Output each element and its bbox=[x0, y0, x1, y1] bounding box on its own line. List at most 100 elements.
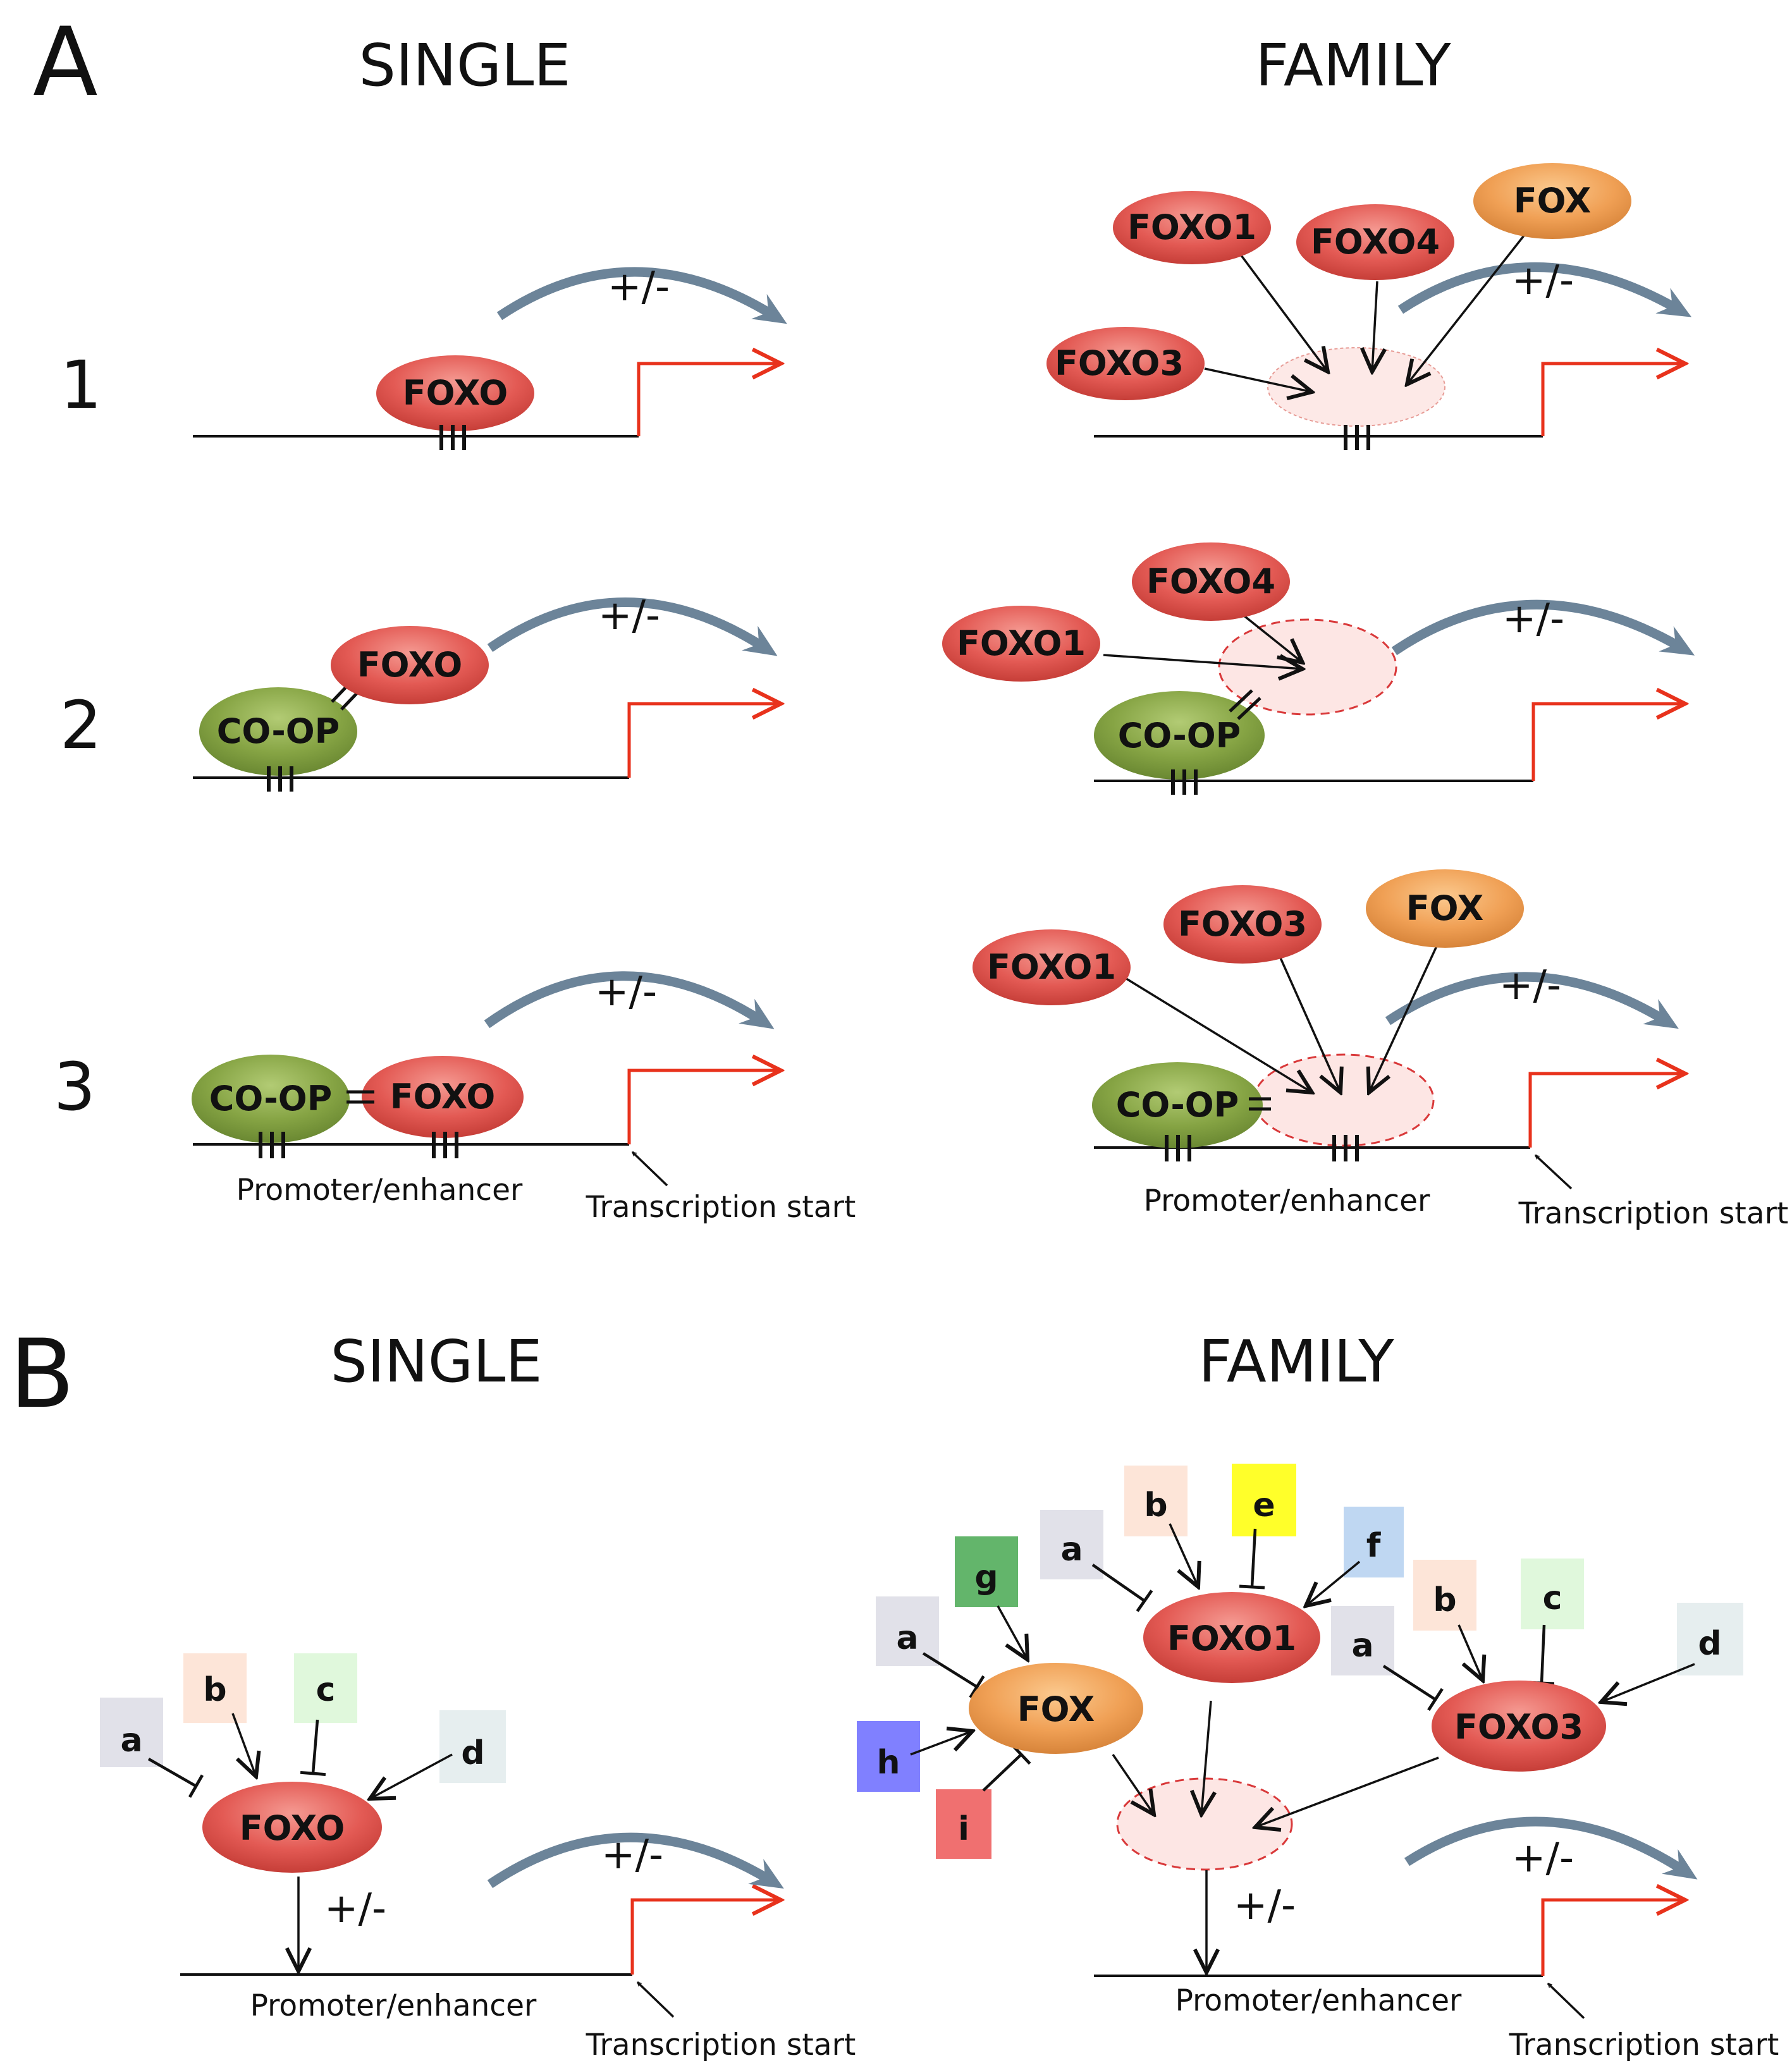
tss-label: Transcription start bbox=[586, 2028, 856, 2062]
foxo1-label: FOXO1 bbox=[957, 623, 1086, 663]
foxo1-factor bbox=[942, 606, 1100, 682]
inhibition-a-foxo1 bbox=[1091, 1564, 1153, 1612]
regulator-d-box bbox=[439, 1710, 506, 1783]
effect-label: +/- bbox=[595, 969, 657, 1015]
tss-pointer bbox=[1547, 1982, 1585, 2019]
inhibition-c-foxo3 bbox=[1528, 1624, 1555, 1686]
activation-b-foxo1 bbox=[1169, 1523, 1198, 1587]
regulator-b-label: b bbox=[1433, 1581, 1456, 1619]
coop-label: CO-OP bbox=[1116, 1085, 1239, 1125]
fox-label: FOX bbox=[1017, 1689, 1095, 1729]
regulator-a-box bbox=[876, 1596, 939, 1666]
effect-label: +/- bbox=[1499, 962, 1561, 1009]
regulator-a-box bbox=[1040, 1510, 1103, 1579]
foxo-label: FOXO bbox=[240, 1808, 345, 1848]
foxo4-label: FOXO4 bbox=[1146, 561, 1275, 601]
foxo3-factor bbox=[1432, 1681, 1606, 1772]
regulator-h-box bbox=[857, 1721, 920, 1792]
row-3-label: 3 bbox=[54, 1048, 95, 1125]
panel-b-single-heading: SINGLE bbox=[330, 1328, 542, 1395]
foxo-label: FOXO bbox=[403, 373, 508, 413]
regulator-b-box bbox=[1413, 1560, 1476, 1631]
foxo-factor bbox=[202, 1782, 382, 1873]
foxo1-label: FOXO1 bbox=[987, 947, 1116, 987]
foxo3-to-target bbox=[1255, 1756, 1439, 1827]
target-site-cloud bbox=[1253, 1053, 1435, 1147]
foxo-effect-label: +/- bbox=[324, 1885, 386, 1932]
panel-a-letter: A bbox=[33, 8, 98, 118]
promoter-label: Promoter/enhancer bbox=[1175, 1983, 1462, 2018]
activation-h-fox bbox=[910, 1731, 973, 1756]
regulator-g-label: g bbox=[974, 1559, 998, 1596]
foxo3-label: FOXO3 bbox=[1454, 1707, 1583, 1747]
activation-b bbox=[231, 1713, 256, 1777]
foxo3-factor bbox=[1046, 327, 1205, 400]
activation-g-fox bbox=[997, 1605, 1028, 1660]
coop-factor bbox=[1094, 691, 1265, 780]
protein-interaction-bond bbox=[1229, 689, 1261, 720]
regulator-b-box bbox=[183, 1653, 247, 1723]
effect-label: +/- bbox=[1512, 257, 1574, 304]
regulator-d-label: d bbox=[461, 1734, 484, 1772]
a2-family-diagram: +/- CO-OP FOXO1 FOXO4 bbox=[942, 542, 1695, 795]
regulator-g-box bbox=[955, 1536, 1018, 1607]
a1-family-diagram: +/- FOXO1 FOXO4 FOX FOXO3 bbox=[1046, 163, 1692, 450]
protein-interaction-bond bbox=[1249, 1097, 1271, 1111]
foxo3-label: FOXO3 bbox=[1178, 904, 1307, 944]
inhibition-c bbox=[300, 1719, 326, 1777]
transcription-arrow bbox=[1531, 704, 1685, 781]
foxo1-to-target bbox=[1201, 1700, 1211, 1815]
b-single-diagram: +/- a b c d FOXO +/- Promoter/enhancer T… bbox=[100, 1653, 856, 2062]
tss-pointer bbox=[1534, 1154, 1573, 1190]
tss-label: Transcription start bbox=[1509, 2028, 1779, 2062]
regulator-a-label: a bbox=[1060, 1531, 1083, 1569]
binding-site bbox=[439, 425, 466, 450]
b-family-diagram: +/- a g h i a b e f a b c d bbox=[857, 1464, 1779, 2062]
fox-to-target bbox=[1112, 1754, 1154, 1815]
transcription-arrow bbox=[637, 364, 781, 436]
target-site-cloud bbox=[1267, 347, 1445, 427]
effect-arc bbox=[487, 597, 778, 656]
promoter-label: Promoter/enhancer bbox=[1144, 1184, 1430, 1218]
regulator-c-box bbox=[1521, 1559, 1584, 1629]
regulator-h-label: h bbox=[876, 1744, 900, 1782]
regulator-a-label: a bbox=[1351, 1627, 1373, 1665]
panel-b-letter: B bbox=[9, 1320, 75, 1430]
binding-site bbox=[1171, 769, 1198, 795]
foxo-factor bbox=[376, 355, 534, 431]
regulator-c-label: c bbox=[316, 1671, 336, 1709]
coop-label: CO-OP bbox=[209, 1079, 332, 1118]
foxo4-factor bbox=[1296, 204, 1454, 280]
effect-arc bbox=[1404, 1816, 1698, 1880]
a2-single-diagram: +/- CO-OP FOXO bbox=[193, 592, 781, 792]
regulator-c-box bbox=[294, 1653, 357, 1723]
a3-family-diagram: +/- CO-OP FOXO1 FOXO3 FOX Promoter/enhan… bbox=[973, 869, 1788, 1231]
regulator-a-label: a bbox=[120, 1722, 142, 1760]
regulator-b-box bbox=[1124, 1466, 1188, 1536]
regulator-a-box bbox=[1331, 1606, 1394, 1675]
binding-site bbox=[267, 766, 293, 792]
binding-site bbox=[259, 1132, 458, 1158]
inhibition-a-fox bbox=[922, 1652, 985, 1699]
effect-arc bbox=[487, 1832, 784, 1889]
regulator-d-label: d bbox=[1698, 1625, 1721, 1663]
regulator-e-label: e bbox=[1253, 1486, 1275, 1524]
effect-label: +/- bbox=[598, 592, 660, 639]
tss-label: Transcription start bbox=[1518, 1196, 1789, 1231]
regulator-a-label: a bbox=[896, 1619, 918, 1657]
foxo-factor bbox=[331, 626, 489, 704]
promoter-label: Promoter/enhancer bbox=[250, 1988, 537, 2023]
foxo1-factor bbox=[1143, 1592, 1320, 1683]
activation-d-foxo3 bbox=[1601, 1663, 1695, 1702]
promoter-label: Promoter/enhancer bbox=[236, 1173, 523, 1208]
binding-site bbox=[1165, 1135, 1359, 1161]
transcription-arrow bbox=[1541, 364, 1685, 436]
binding-site bbox=[1344, 425, 1370, 450]
tss-pointer bbox=[636, 1981, 675, 2018]
regulator-a-box bbox=[100, 1698, 163, 1767]
fox-factor bbox=[969, 1663, 1143, 1754]
coop-factor bbox=[199, 687, 357, 776]
coop-label: CO-OP bbox=[1118, 716, 1241, 756]
regulator-i-label: i bbox=[958, 1810, 969, 1848]
